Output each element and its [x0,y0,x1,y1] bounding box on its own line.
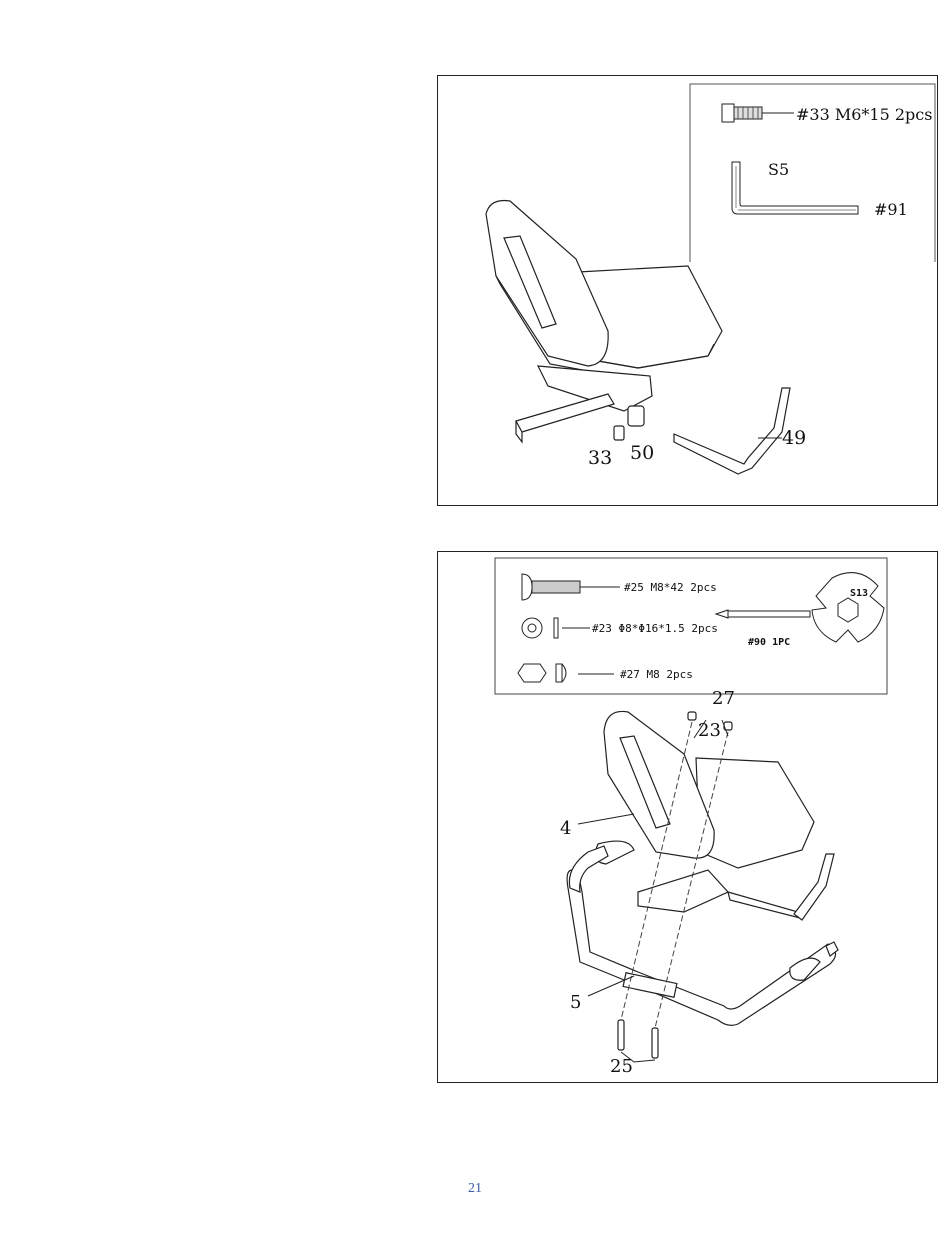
callout-50: 50 [630,442,654,464]
handlebar-install-figure: #25 M8*42 2pcs #23 Φ8*Φ16*1.5 2pcs #27 M… [437,551,938,1083]
washer-23-label: #23 Φ8*Φ16*1.5 2pcs [592,622,718,635]
callout-25: 25 [610,1056,633,1077]
allen-key-size-label: S5 [768,160,789,179]
bolt-33-icon [722,104,794,122]
callout-23: 23 [698,720,721,741]
allen-key-91-icon [732,162,858,214]
callout-49: 49 [782,427,806,449]
handlebar-assembly-drawing [567,711,838,1058]
bolt-33-label: #33 M6*15 2pcs [796,105,932,124]
callout-5: 5 [570,992,581,1013]
seat-install-figure: #33 M6*15 2pcs S5 #91 [437,75,938,506]
tool-90-label: #90 1PC [748,637,790,648]
callout-27: 27 [712,688,735,709]
nut-27-label: #27 M8 2pcs [620,668,693,681]
wrench-size-label: S13 [850,588,868,599]
callout-33: 33 [588,447,612,469]
page-number: 21 [0,1181,950,1197]
bolt-25-label: #25 M8*42 2pcs [624,581,717,594]
allen-key-label: #91 [874,200,908,219]
seat-install-diagram: #33 M6*15 2pcs S5 #91 [438,76,937,505]
callout-4: 4 [560,818,571,839]
seat-assembly-drawing [486,201,790,474]
handlebar-install-diagram: #25 M8*42 2pcs #23 Φ8*Φ16*1.5 2pcs #27 M… [438,552,937,1082]
